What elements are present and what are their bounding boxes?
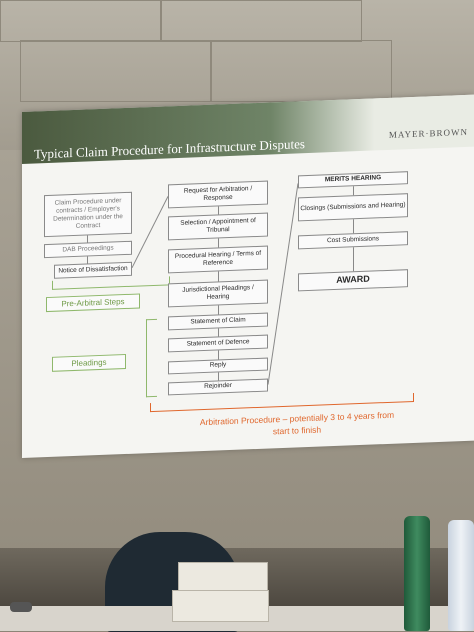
binder <box>172 590 269 622</box>
ceiling-tile <box>0 0 162 42</box>
ceiling-tile <box>160 0 362 42</box>
ceiling-tile <box>210 40 392 102</box>
projected-slide: Typical Claim Procedure for Infrastructu… <box>22 94 474 458</box>
clear-water-bottle <box>448 520 474 631</box>
ceiling-tile <box>20 40 212 102</box>
remote-control <box>10 602 32 612</box>
diagonal-arrows <box>131 183 299 385</box>
green-water-bottle <box>404 516 430 631</box>
